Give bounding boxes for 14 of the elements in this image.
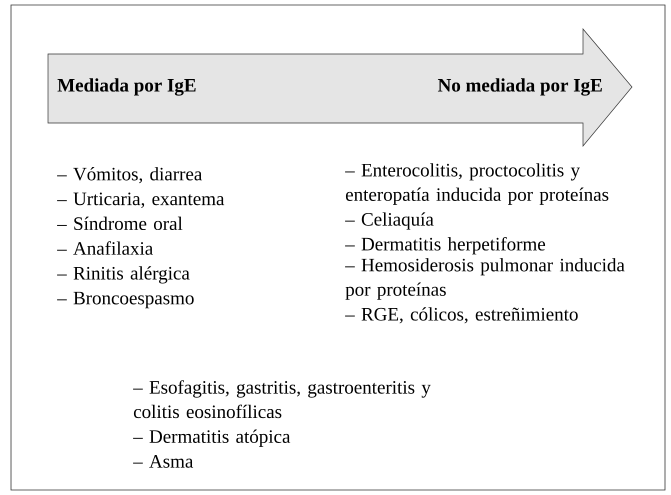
list-item: – Anafilaxia bbox=[57, 241, 153, 255]
list-item: – Vómitos, diarrea bbox=[57, 167, 202, 184]
list-item: – Celiaquía bbox=[345, 212, 434, 230]
list-item: – Hemosiderosis pulmonar inducida por proteínas bbox=[345, 258, 625, 300]
arrow-band: Mediada por IgE No mediada por IgE bbox=[48, 28, 632, 147]
list-item: – Rinitis alérgica bbox=[57, 266, 190, 284]
list-item: – Dermatitis herpetiforme bbox=[345, 237, 546, 254]
list-item: – Esofagitis, gastritis, gastroenteritis y colitis eosinofílicas bbox=[133, 380, 431, 418]
list-item: – Síndrome oral bbox=[57, 216, 182, 230]
list-item: – Asma bbox=[133, 455, 194, 468]
list-item: – RGE, cólicos, estreñimiento bbox=[345, 307, 578, 324]
list-item: – Urticaria, exantema bbox=[57, 192, 224, 208]
list-item: – Broncoespasmo bbox=[57, 292, 194, 308]
list-item: – Dermatitis atópica bbox=[133, 430, 290, 447]
